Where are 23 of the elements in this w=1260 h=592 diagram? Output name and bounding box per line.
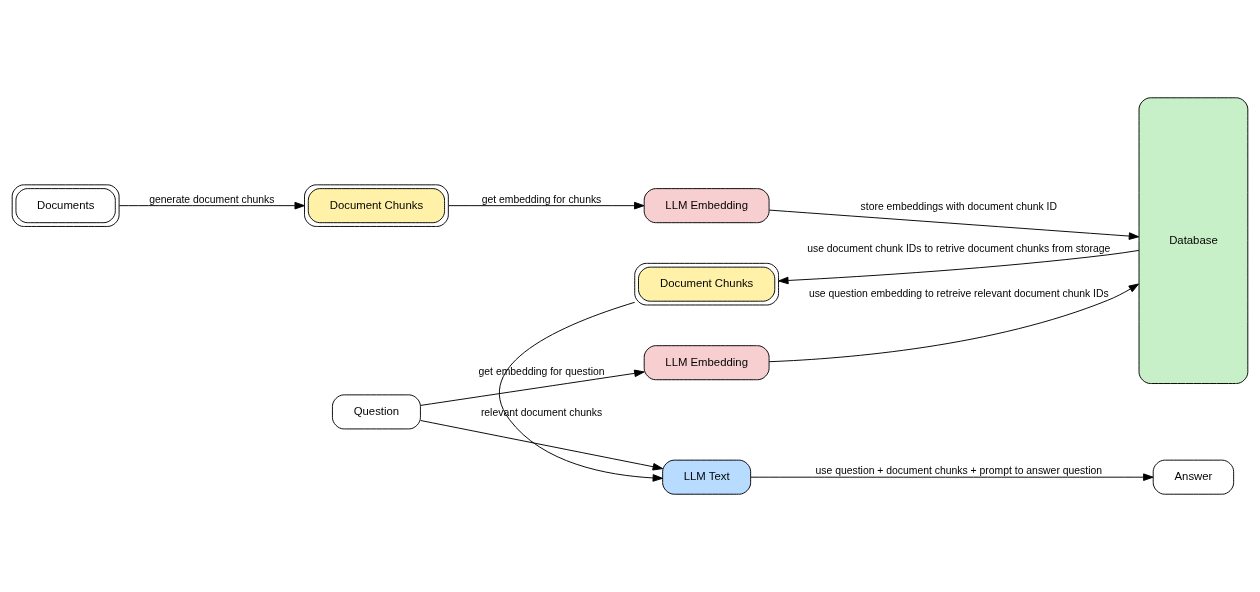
arrow	[750, 473, 1154, 481]
edge-label: relevant document chunks	[480, 407, 603, 419]
node-box: Answer	[1152, 459, 1235, 495]
edge-label: store embeddings with document chunk ID	[860, 201, 1057, 213]
arrow	[420, 369, 645, 406]
node-box: LLM Embedding	[643, 345, 770, 381]
node-box: Database	[1138, 97, 1249, 384]
arrow	[778, 249, 1140, 285]
edge-label: get embedding for chunks	[481, 193, 602, 205]
arrow	[420, 420, 664, 471]
arrow	[768, 283, 1140, 363]
arrow	[498, 301, 663, 482]
node-box: Question	[331, 394, 421, 430]
edge-label: generate document chunks	[149, 193, 275, 205]
edge-label: use question embedding to retreive relevant document chunk IDs	[808, 288, 1109, 300]
arrow	[768, 209, 1140, 240]
node-box: LLM Text	[662, 459, 752, 495]
arrow	[118, 201, 305, 210]
edge-label: use document chunk IDs to retrive document chunks from storage	[807, 242, 1111, 254]
node-box: LLM Embedding	[643, 188, 770, 224]
arrow	[448, 201, 645, 210]
edge-label: get embedding for question	[478, 365, 605, 377]
edge-label: use question + document chunks + prompt to answer question	[815, 465, 1103, 477]
